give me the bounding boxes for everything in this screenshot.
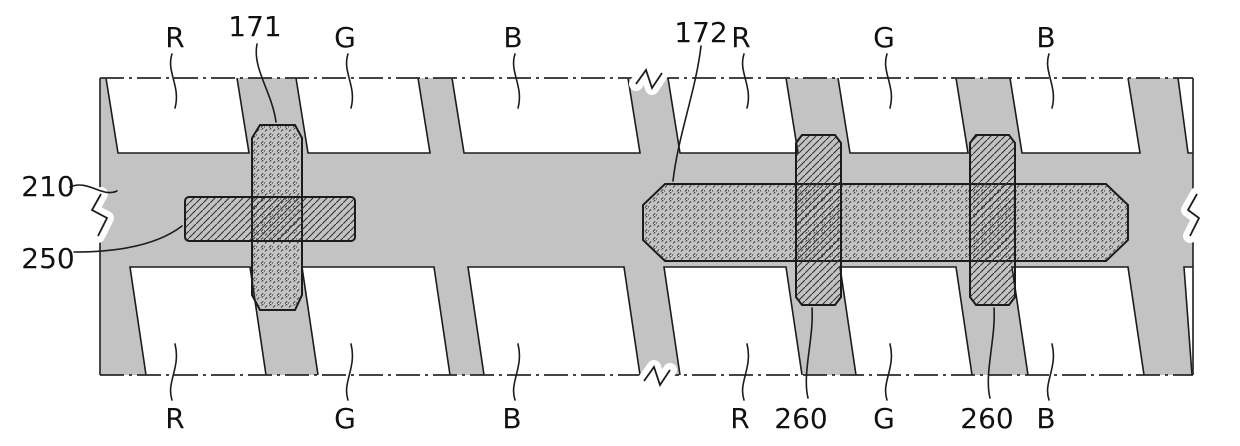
leader-g2-top — [884, 53, 893, 109]
leader-b1-top — [512, 53, 521, 109]
label-250: 250 — [21, 242, 74, 275]
pixel-opening-edge-bottom-outline — [1183, 266, 1193, 376]
label-b1-bottom: B — [502, 402, 521, 435]
leader-171 — [255, 43, 277, 123]
label-g2-bottom: G — [873, 402, 895, 435]
pixel-opening-g2-bottom — [840, 267, 972, 375]
label-r1-bottom: R — [165, 402, 184, 435]
pixel-opening-r2-bottom — [664, 267, 802, 375]
label-260-right: 260 — [960, 402, 1013, 435]
pixel-opening-r2-top-outline — [667, 77, 799, 154]
electrode-250 — [184, 196, 356, 242]
label-g2-top: G — [873, 21, 895, 54]
label-260-left: 260 — [774, 402, 827, 435]
label-g1-bottom: G — [334, 402, 356, 435]
pixel-opening-g1-bottom — [302, 267, 450, 375]
pixel-opening-b1-bottom-outline — [467, 266, 641, 376]
electrode-260-right — [969, 134, 1016, 306]
break-symbol-left-icon — [90, 193, 109, 237]
pixel-opening-r1-bottom-outline — [129, 266, 267, 376]
break-symbol-right-icon — [1186, 193, 1201, 237]
leader-r2-top — [741, 53, 750, 109]
pixel-opening-g1-bottom-outline — [301, 266, 451, 376]
pixel-opening-b2-top-outline — [1009, 77, 1141, 154]
label-r2-bottom: R — [730, 402, 749, 435]
leader-b2-top — [1046, 53, 1055, 109]
pixel-opening-g1-top — [296, 78, 430, 153]
leader-b1-bottom — [512, 343, 521, 401]
electrode-172 — [642, 183, 1129, 262]
label-b2-bottom: B — [1036, 402, 1055, 435]
leader-b2-bottom — [1046, 343, 1055, 401]
leader-260-left — [805, 307, 814, 399]
pixel-opening-r1-top — [106, 78, 249, 153]
break-symbols — [85, 63, 1206, 392]
break-symbol-bottom-icon — [643, 365, 671, 388]
leader-g2-bottom — [884, 343, 893, 401]
pixel-opening-b1-top-outline — [451, 77, 641, 154]
pixel-openings-bottom-row — [129, 266, 1193, 376]
leader-r2-bottom — [741, 343, 750, 401]
leader-260-right — [987, 307, 996, 399]
label-171: 171 — [228, 10, 281, 43]
pixel-opening-g2-top — [838, 78, 968, 153]
pixel-opening-g2-top-outline — [837, 77, 969, 154]
leader-r1-top — [169, 53, 178, 109]
pixel-openings-top-row — [105, 77, 1193, 154]
pixel-opening-r2-bottom-outline — [663, 266, 803, 376]
leader-r1-bottom — [169, 343, 178, 401]
pixel-opening-edge-top — [1178, 78, 1193, 153]
label-b2-top: B — [1036, 21, 1055, 54]
pixel-opening-b2-bottom — [1012, 267, 1144, 375]
leader-250 — [73, 225, 183, 253]
leader-g1-bottom — [345, 343, 354, 401]
leader-210 — [69, 184, 118, 194]
pixel-opening-b2-top — [1010, 78, 1140, 153]
leader-g1-top — [345, 53, 354, 109]
label-g1-top: G — [334, 21, 356, 54]
pixel-opening-g1-top-outline — [295, 77, 431, 154]
label-r1-top: R — [165, 21, 184, 54]
label-b1-top: B — [503, 21, 522, 54]
labels: R 171 G B 172 R G B 210 250 R G B R 260 … — [21, 10, 1055, 435]
electrode-260-left — [795, 134, 842, 306]
label-r2-top: R — [731, 21, 750, 54]
leader-172 — [672, 45, 702, 182]
pixel-opening-b1-bottom — [468, 267, 640, 375]
pixel-opening-r2-top — [668, 78, 798, 153]
pixel-opening-r1-bottom — [130, 267, 266, 375]
pixel-opening-b1-top — [452, 78, 640, 153]
break-symbol-top-icon — [635, 68, 663, 91]
label-172: 172 — [674, 16, 727, 49]
pixel-opening-g2-bottom-outline — [839, 266, 973, 376]
pixel-opening-r1-top-outline — [105, 77, 250, 154]
pixel-opening-b2-bottom-outline — [1011, 266, 1145, 376]
leader-lines — [69, 43, 1055, 401]
label-210: 210 — [21, 170, 74, 203]
pixel-opening-edge-top-outline — [1177, 77, 1193, 154]
